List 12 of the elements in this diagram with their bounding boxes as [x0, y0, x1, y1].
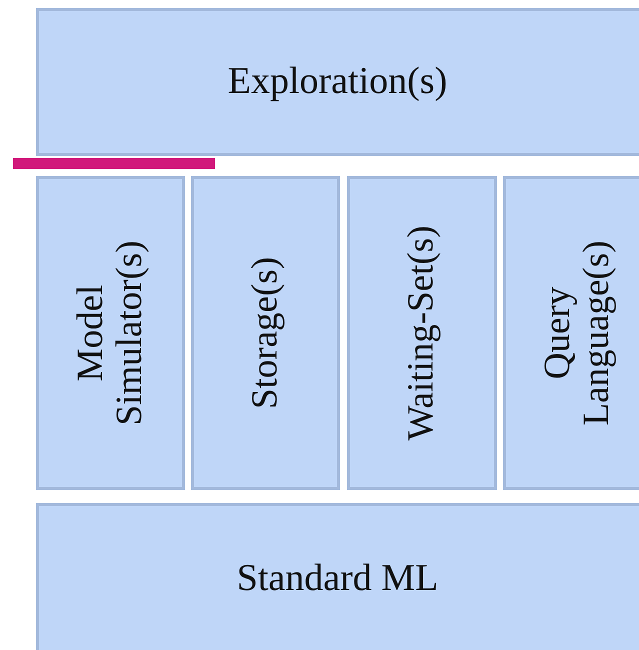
- box-label: Waiting-Set(s): [402, 224, 442, 442]
- column-box: [36, 176, 185, 490]
- column-box: [191, 176, 340, 490]
- box-label: Model Simulator(s): [72, 240, 150, 428]
- box-label: Storage(s): [246, 256, 285, 412]
- box-label: Query Language(s): [539, 240, 617, 428]
- box-label: Standard ML: [236, 559, 440, 599]
- layer-box: [36, 503, 639, 650]
- column-box: [347, 176, 497, 490]
- box-label: Exploration(s): [226, 62, 448, 102]
- column-box: [503, 176, 639, 490]
- layer-box: [36, 8, 639, 156]
